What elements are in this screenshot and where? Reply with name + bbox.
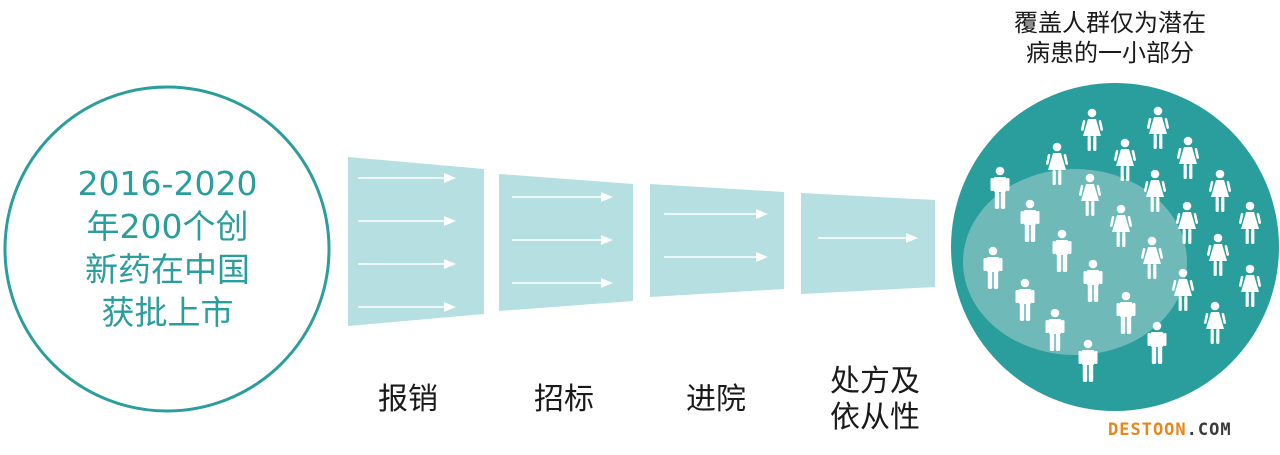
left-circle-line: 年200个创 xyxy=(86,207,249,246)
left-circle-line: 新药在中国 xyxy=(85,250,250,289)
stage-block xyxy=(348,157,484,326)
stage-block xyxy=(499,174,633,311)
left-circle-line: 获批上市 xyxy=(101,293,234,332)
arrow xyxy=(358,302,456,312)
arrow xyxy=(358,259,456,269)
left-circle-line: 2016-2020 xyxy=(77,164,258,203)
stage-label-line: 进院 xyxy=(686,382,746,417)
stage-reimbursement xyxy=(348,157,484,326)
arrow xyxy=(818,233,918,243)
stage-block xyxy=(801,193,935,294)
stage-label-line: 处方及 xyxy=(830,364,920,399)
watermark-suffix: .COM xyxy=(1186,420,1232,440)
arrow xyxy=(512,235,613,245)
arrow xyxy=(358,216,456,226)
watermark-logo: DESTOON.COM xyxy=(1108,420,1232,440)
stage-prescription xyxy=(801,193,935,294)
arrow xyxy=(664,209,768,219)
stage-label-prescription: 处方及 依从性 xyxy=(820,364,930,436)
stage-label-tender: 招标 xyxy=(524,382,604,418)
stage-hospital-entry xyxy=(650,184,784,297)
stage-label-reimbursement: 报销 xyxy=(368,382,448,418)
watermark-main: DESTOON xyxy=(1108,420,1187,440)
stage-label-line: 报销 xyxy=(378,382,438,417)
arrow xyxy=(664,252,768,262)
arrow xyxy=(358,173,456,183)
arrow xyxy=(512,278,613,288)
stage-label-line: 招标 xyxy=(534,382,594,417)
stage-label-hospital-entry: 进院 xyxy=(676,382,756,418)
coverage-caption: 覆盖人群仅为潜在 病患的一小部分 xyxy=(995,8,1225,68)
left-circle-text: 2016-2020 年200个创 新药在中国 获批上市 xyxy=(40,162,295,334)
stage-label-line: 依从性 xyxy=(830,400,920,435)
stage-tender xyxy=(499,174,633,311)
coverage-caption-line: 覆盖人群仅为潜在 xyxy=(1014,9,1206,37)
left-circle xyxy=(3,85,331,413)
arrow xyxy=(512,192,613,202)
stage-block xyxy=(650,184,784,297)
coverage-caption-line: 病患的一小部分 xyxy=(1026,39,1194,67)
